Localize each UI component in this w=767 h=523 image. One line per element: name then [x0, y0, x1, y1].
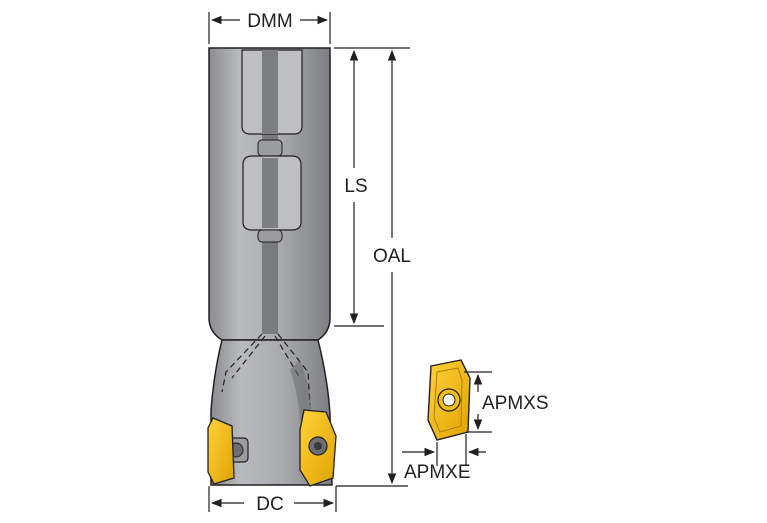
dim-oal: OAL [336, 49, 411, 487]
label-oal: OAL [373, 246, 411, 267]
insert-detail [427, 359, 471, 441]
label-apmxs: APMXS [482, 393, 549, 414]
label-apmxe: APMXE [404, 462, 471, 483]
insert-left [207, 417, 235, 485]
dim-apmxs: APMXS [464, 371, 549, 433]
dim-apmxe: APMXE [402, 434, 486, 483]
dim-dc: DC [208, 486, 337, 515]
label-dc: DC [256, 494, 283, 515]
label-ls: LS [344, 176, 367, 197]
dim-ls: LS [334, 47, 410, 327]
tool-body [208, 47, 333, 486]
insert-right [299, 409, 337, 487]
dim-dmm: DMM [208, 11, 331, 44]
label-dmm: DMM [247, 11, 292, 32]
